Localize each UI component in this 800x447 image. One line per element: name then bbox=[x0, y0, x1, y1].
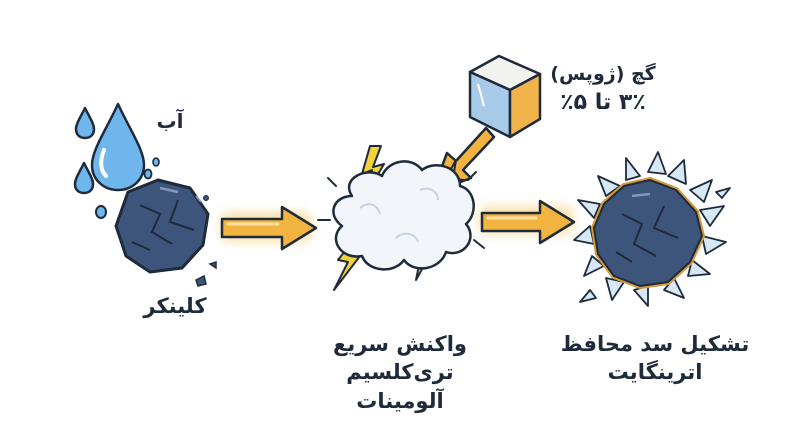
large-water-drop-icon bbox=[90, 102, 146, 192]
gypsum-cube-icon bbox=[468, 54, 542, 139]
ettringite-crystal-icon bbox=[573, 151, 731, 307]
gypsum-name: گچ (ژوپس) bbox=[550, 63, 656, 85]
reaction-subtitle: تری‌کلسیم آلومینات bbox=[346, 360, 454, 413]
reaction-title: واکنش سریع bbox=[333, 332, 467, 356]
arrow-to-reaction-icon bbox=[220, 205, 318, 251]
small-water-drop-icon bbox=[73, 161, 95, 195]
gypsum-label: گچ (ژوپس) ۳٪ تا ۵٪ bbox=[548, 62, 658, 117]
water-drops-icon bbox=[73, 102, 160, 219]
arrow-to-barrier-icon bbox=[478, 199, 576, 245]
barrier-title: تشکیل سد محافظ bbox=[560, 332, 750, 356]
reaction-cloud-icon bbox=[317, 145, 485, 291]
barrier-subtitle: اترینگایت bbox=[607, 360, 703, 385]
clinker-rock-icon bbox=[114, 178, 217, 287]
barrier-label: تشکیل سد محافظ اترینگایت bbox=[550, 330, 760, 387]
gypsum-percent: ۳٪ تا ۵٪ bbox=[560, 89, 646, 115]
small-water-drop-icon bbox=[74, 106, 96, 140]
reaction-label: واکنش سریع تری‌کلسیم آلومینات bbox=[300, 330, 500, 415]
water-label: آب bbox=[156, 109, 184, 133]
clinker-label: کلینکر bbox=[143, 294, 207, 318]
